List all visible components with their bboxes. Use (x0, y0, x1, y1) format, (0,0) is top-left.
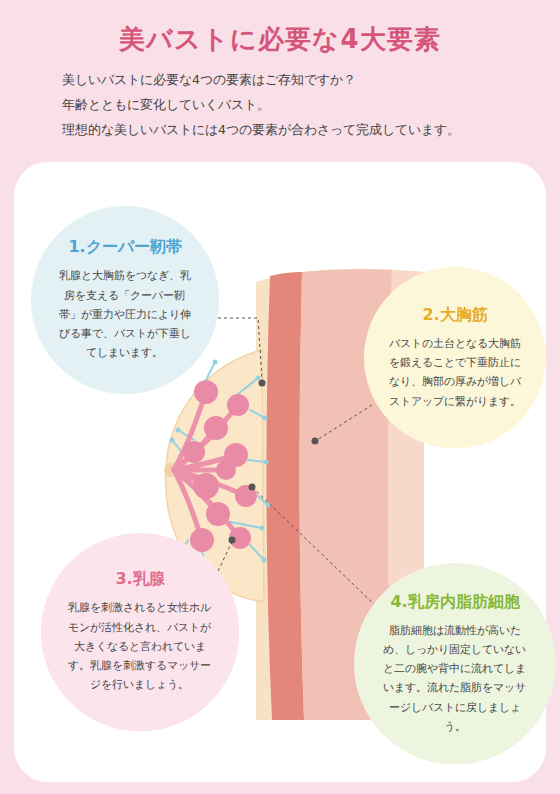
leader-lines (200, 318, 380, 610)
page-title: 美バストに必要な4大要素 (0, 22, 560, 57)
circle-body: 乳腺と大胸筋をつなぎ、乳房を支える「クーパー靭帯」が重力や圧力により伸びる事で、… (56, 266, 194, 362)
mammary-lobe (194, 380, 218, 404)
ligament-end (263, 416, 268, 421)
ligament-end (170, 438, 175, 443)
ligament (250, 545, 264, 560)
mammary-lobe (190, 528, 214, 552)
mammary-lobe (183, 441, 205, 463)
intro-text: 美しいバストに必要な4つの要素はご存知ですか？ (62, 72, 356, 89)
ligament (250, 410, 265, 418)
circle-body: 脂肪細胞は流動性が高いため、しっかり固定していないと二の腕や背中に流れてしまいま… (382, 621, 528, 737)
mammary-lobes (183, 380, 257, 552)
circle-heading: 1.クーパー靭帯 (68, 237, 181, 258)
intro-text: 理想的な美しいバストには4つの要素が合わさって完成しています。 (62, 122, 460, 139)
illustration-part (229, 537, 236, 544)
illustration-part (254, 489, 380, 610)
info-circle: 1.クーパー靭帯乳腺と大胸筋をつなぎ、乳房を支える「クーパー靭帯」が重力や圧力に… (31, 206, 219, 394)
mammary-lobe (216, 460, 236, 480)
ligament-end (176, 428, 181, 433)
ligament-end (266, 503, 271, 508)
ligament (206, 362, 215, 380)
mammary-lobe (204, 416, 228, 440)
ligament-end (213, 360, 218, 365)
ligament-end (256, 376, 261, 381)
info-circle: 2.大胸筋バストの土台となる大胸筋を鍛えることで下垂防止になり、胸部の厚みが増し… (364, 267, 546, 449)
circle-heading: 4.乳房内脂肪細胞 (390, 592, 519, 613)
circle-heading: 2.大胸筋 (422, 305, 487, 326)
white-panel (14, 162, 546, 782)
circle-body: 乳腺を刺激されると女性ホルモンが活性化され、バストが大きくなると言われています。… (67, 598, 213, 694)
ligament (248, 460, 266, 462)
illustration-part (266, 272, 304, 720)
mammary-lobe (206, 502, 230, 526)
mammary-lobe (229, 527, 251, 549)
illustration-part (312, 438, 319, 445)
circle-body: バストの土台となる大胸筋を鍛えることで下垂防止になり、胸部の厚みが増しバストアッ… (385, 334, 525, 411)
circle-fill (364, 267, 546, 449)
ligament-end (262, 558, 267, 563)
ligament-end (260, 526, 265, 531)
info-circle: 3.乳腺乳腺を刺激されると女性ホルモンが活性化され、バストが大きくなると言われて… (41, 533, 239, 731)
illustration-part (317, 405, 372, 440)
intro-text: 年齢とともに変化していくバスト。 (62, 97, 270, 114)
illustration-part (249, 484, 256, 491)
milk-duct (174, 392, 206, 470)
milk-duct (174, 470, 240, 538)
circle-heading: 3.乳腺 (115, 569, 164, 590)
info-circle: 4.乳房内脂肪細胞脂肪細胞は流動性が高いため、しっかり固定していないと二の腕や背… (354, 563, 556, 765)
mammary-lobe (227, 394, 249, 416)
illustration-part (259, 380, 266, 387)
ligament (230, 522, 262, 528)
mammary-lobe (193, 473, 219, 499)
leader-dots (229, 380, 319, 544)
circle-fill (41, 533, 239, 731)
circle-fill (31, 206, 219, 394)
ligament (238, 378, 258, 394)
ligament-end (264, 460, 269, 465)
circle-fill (354, 563, 556, 765)
